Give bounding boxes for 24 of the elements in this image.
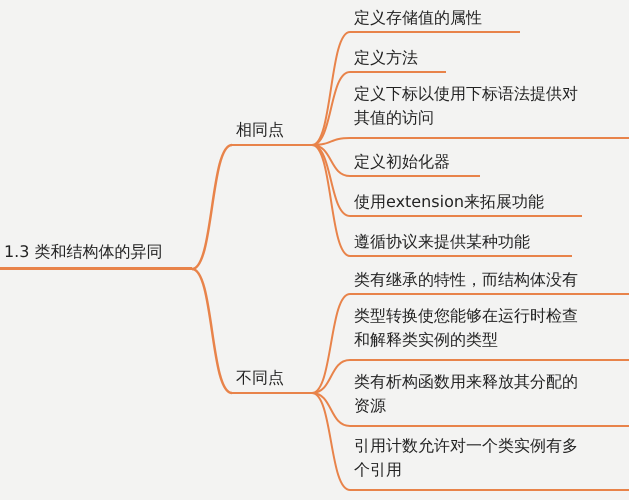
- branch-line: [312, 392, 350, 491]
- branch-topic: 相同点: [232, 116, 312, 146]
- branch-line: [312, 144, 350, 177]
- leaf-topic: 类型转换使您能够在运行时检查和解释类实例的类型: [350, 302, 629, 361]
- branch-line: [312, 392, 350, 427]
- leaf-topic: 引用计数允许对一个类实例有多个引用: [350, 432, 629, 491]
- leaf-topic: 定义方法: [350, 44, 446, 73]
- leaf-topic: 遵循协议来提供某种功能: [350, 228, 572, 257]
- leaf-topic: 类有继承的特性，而结构体没有: [350, 266, 629, 295]
- leaf-topic: 使用extension来拓展功能: [350, 188, 582, 217]
- branch-line: [312, 71, 350, 146]
- branch-line: [312, 31, 350, 146]
- branch-line: [312, 144, 350, 217]
- branch-line: [191, 144, 233, 270]
- branch-line: [191, 268, 233, 394]
- leaf-topic: 定义初始化器: [350, 148, 480, 177]
- branch-line: [312, 359, 350, 394]
- leaf-topic: 类有析构函数用来释放其分配的资源: [350, 368, 629, 427]
- leaf-topic: 定义下标以使用下标语法提供对其值的访问: [350, 80, 629, 139]
- branch-line: [312, 293, 350, 394]
- leaf-topic: 定义存储值的属性: [350, 4, 520, 33]
- branch-line: [312, 144, 350, 257]
- branch-topic: 不同点: [232, 364, 312, 394]
- central-topic: 1.3 类和结构体的异同: [0, 238, 192, 270]
